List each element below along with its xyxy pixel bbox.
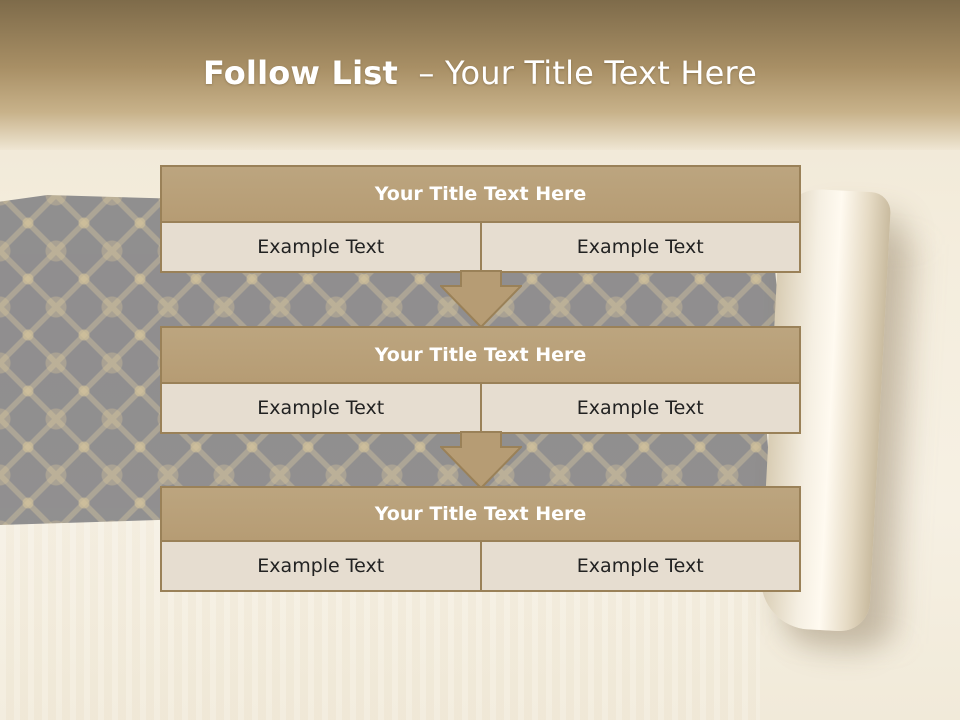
block-title[interactable]: Your Title Text Here bbox=[160, 486, 801, 542]
block-row: Example Text Example Text bbox=[160, 542, 801, 592]
title-rest: – Your Title Text Here bbox=[418, 54, 758, 92]
example-text-right[interactable]: Example Text bbox=[480, 542, 801, 592]
list-block-1: Your Title Text Here Example Text Exampl… bbox=[160, 165, 801, 273]
example-text-left[interactable]: Example Text bbox=[160, 223, 481, 273]
example-text-right[interactable]: Example Text bbox=[480, 223, 801, 273]
block-row: Example Text Example Text bbox=[160, 384, 801, 434]
block-row: Example Text Example Text bbox=[160, 223, 801, 273]
header-band bbox=[0, 0, 960, 150]
example-text-left[interactable]: Example Text bbox=[160, 384, 481, 434]
title-bold: Follow List bbox=[202, 54, 399, 92]
block-title[interactable]: Your Title Text Here bbox=[160, 326, 801, 384]
slide-title: Follow List – Your Title Text Here bbox=[0, 54, 960, 92]
down-arrow-icon bbox=[440, 431, 522, 489]
down-arrow-icon bbox=[440, 270, 522, 328]
list-block-3: Your Title Text Here Example Text Exampl… bbox=[160, 486, 801, 592]
example-text-left[interactable]: Example Text bbox=[160, 542, 481, 592]
example-text-right[interactable]: Example Text bbox=[480, 384, 801, 434]
list-block-2: Your Title Text Here Example Text Exampl… bbox=[160, 326, 801, 434]
block-title[interactable]: Your Title Text Here bbox=[160, 165, 801, 223]
